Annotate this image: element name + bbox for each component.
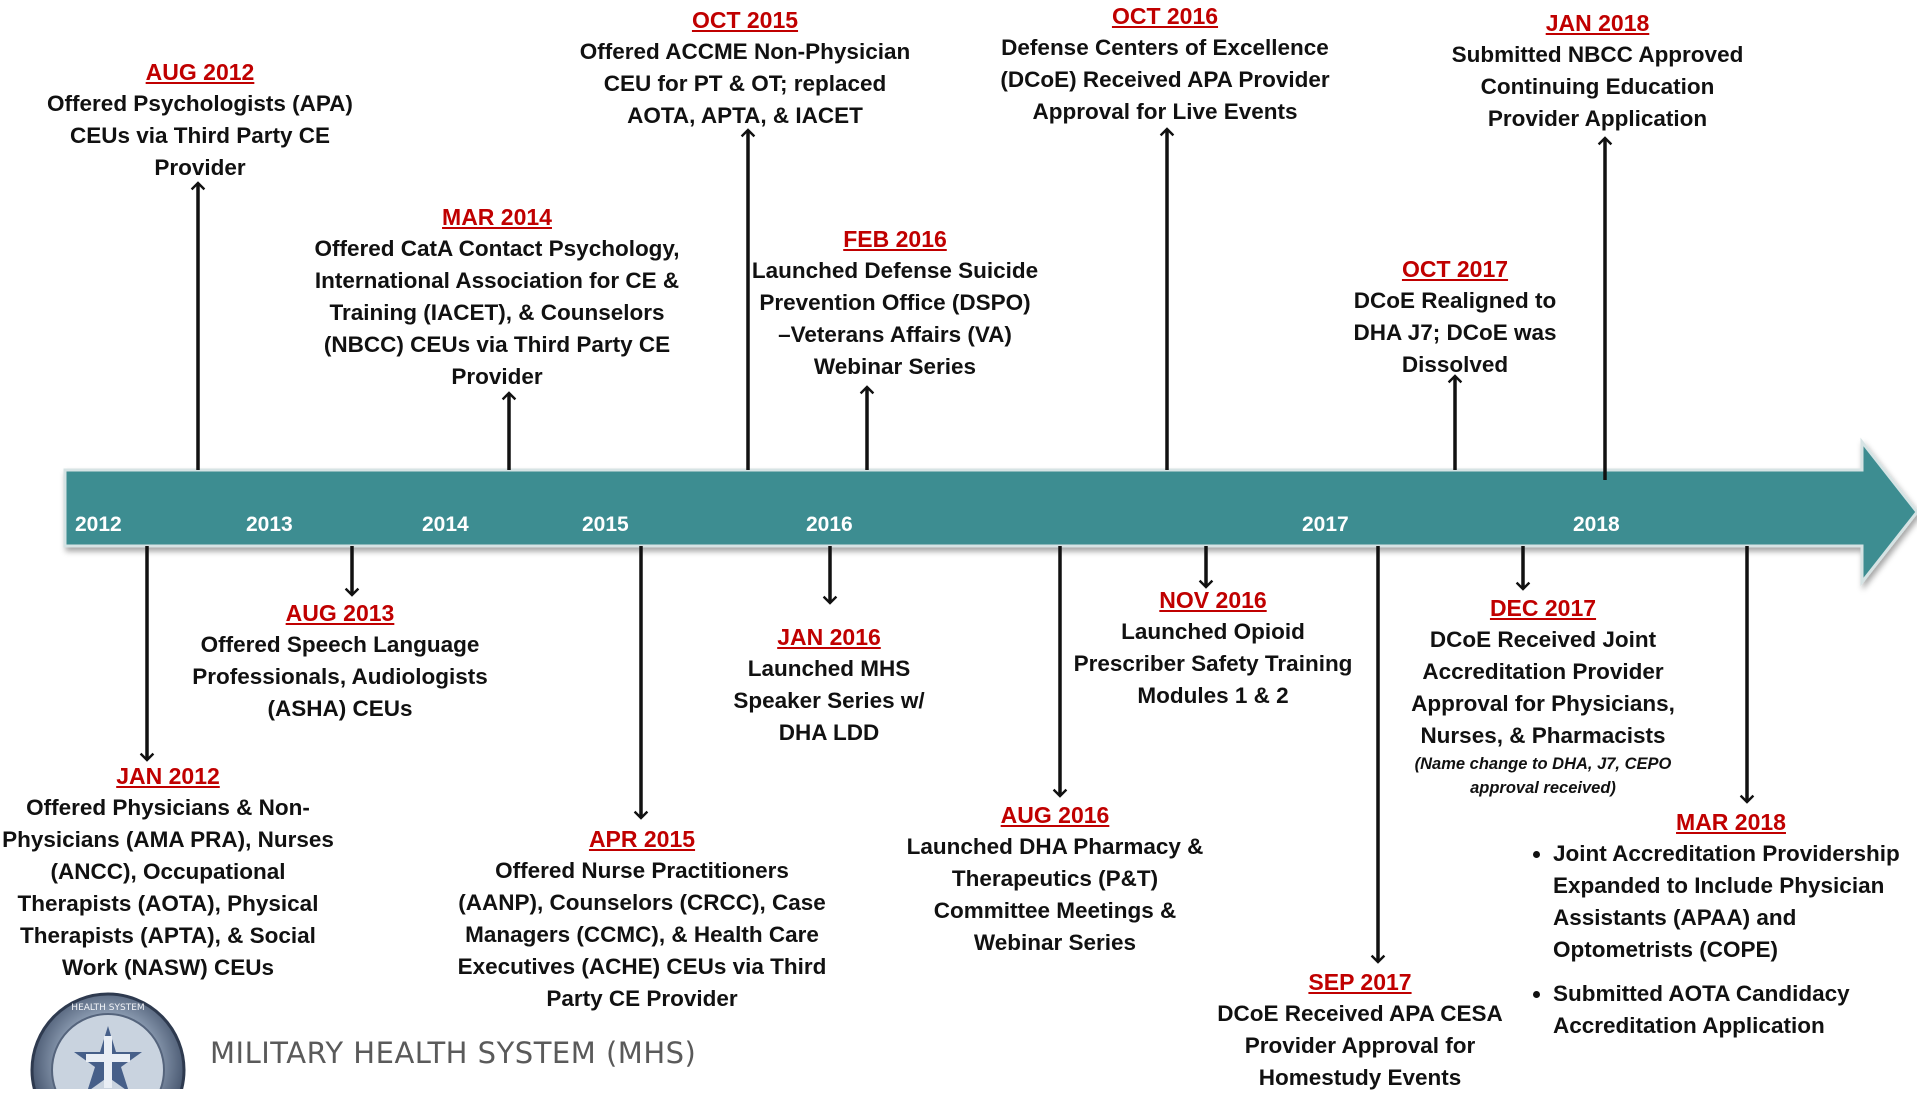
- mhs-seal-logo: HEALTH SYSTEM: [30, 992, 186, 1089]
- mhs-wordmark: MILITARY HEALTH SYSTEM (MHS): [210, 1036, 697, 1070]
- timeline-bar: [63, 437, 1917, 587]
- event-date: DEC 2017: [1489, 595, 1597, 621]
- event-nov-2016: NOV 2016 Launched Opioid Prescriber Safe…: [1070, 584, 1356, 712]
- event-description: Offered ACCME Non-Physician CEU for PT &…: [579, 39, 911, 128]
- year-label-2015: 2015: [582, 513, 629, 536]
- event-date: JAN 2016: [777, 624, 881, 650]
- event-date: APR 2015: [588, 826, 696, 852]
- event-sep-2017: SEP 2017 DCoE Received APA CESA Provider…: [1210, 966, 1510, 1094]
- event-date: AUG 2016: [1000, 802, 1110, 828]
- event-description: Offered Speech Language Professionals, A…: [192, 632, 488, 721]
- year-label-2017: 2017: [1302, 513, 1349, 536]
- event-note: (Name change to DHA, J7, CEPO approval r…: [1414, 755, 1672, 797]
- year-label-2013: 2013: [246, 513, 293, 536]
- event-date: MAR 2014: [442, 204, 552, 230]
- event-date: JAN 2018: [1545, 10, 1650, 36]
- event-feb-2016: FEB 2016 Launched Defense Suicide Preven…: [750, 223, 1040, 383]
- event-aug-2013: AUG 2013 Offered Speech Language Profess…: [190, 597, 490, 725]
- event-description: DCoE Received APA CESA Provider Approval…: [1217, 1001, 1503, 1090]
- event-oct-2016: OCT 2016 Defense Centers of Excellence (…: [985, 0, 1345, 128]
- event-oct-2015: OCT 2015 Offered ACCME Non-Physician CEU…: [568, 4, 922, 132]
- event-description: Launched MHS Speaker Series w/ DHA LDD: [733, 656, 925, 745]
- event-date: JAN 2012: [116, 763, 220, 789]
- year-label-2018: 2018: [1573, 513, 1620, 536]
- event-jan-2016: JAN 2016 Launched MHS Speaker Series w/ …: [716, 621, 942, 749]
- event-description: Launched Defense Suicide Prevention Offi…: [751, 258, 1039, 379]
- year-label-2012: 2012: [75, 513, 122, 536]
- event-date: SEP 2017: [1308, 969, 1412, 995]
- event-date: AUG 2013: [285, 600, 395, 626]
- event-aug-2012: AUG 2012 Offered Psychologists (APA) CEU…: [40, 56, 360, 184]
- event-description: Offered Nurse Practitioners (AANP), Coun…: [457, 858, 827, 1011]
- event-description: DCoE Realigned to DHA J7; DCoE was Disso…: [1353, 288, 1557, 377]
- event-date: NOV 2016: [1159, 587, 1267, 613]
- event-aug-2016: AUG 2016 Launched DHA Pharmacy & Therape…: [905, 799, 1205, 959]
- event-description: Offered CatA Contact Psychology, Interna…: [314, 236, 680, 389]
- event-description: Offered Psychologists (APA) CEUs via Thi…: [47, 91, 353, 180]
- event-date: OCT 2015: [691, 7, 799, 33]
- event-date: FEB 2016: [843, 226, 947, 252]
- event-date: OCT 2017: [1401, 256, 1509, 282]
- event-oct-2017: OCT 2017 DCoE Realigned to DHA J7; DCoE …: [1340, 253, 1570, 381]
- event-description: Offered Physicians & Non-Physicians (AMA…: [2, 795, 334, 980]
- event-date: AUG 2012: [145, 59, 255, 85]
- event-description: Launched Opioid Prescriber Safety Traini…: [1073, 619, 1353, 708]
- event-description: Launched DHA Pharmacy & Therapeutics (P&…: [906, 834, 1204, 955]
- seal-text: HEALTH SYSTEM: [71, 1003, 144, 1013]
- event-mar-2018: MAR 2018 Joint Accreditation Providershi…: [1505, 806, 1917, 1054]
- event-jan-2018: JAN 2018 Submitted NBCC Approved Continu…: [1440, 7, 1755, 135]
- year-label-2016: 2016: [806, 513, 853, 536]
- event-jan-2012: JAN 2012 Offered Physicians & Non-Physic…: [0, 760, 336, 984]
- event-bullet-list: Joint Accreditation Providership Expande…: [1505, 838, 1917, 1042]
- event-dec-2017: DEC 2017 DCoE Received Joint Accreditati…: [1393, 592, 1693, 800]
- event-date: MAR 2018: [1676, 809, 1786, 835]
- event-bullet-item: Submitted AOTA Candidacy Accreditation A…: [1553, 978, 1917, 1042]
- event-mar-2014: MAR 2014 Offered CatA Contact Psychology…: [300, 201, 694, 393]
- event-description: DCoE Received Joint Accreditation Provid…: [1411, 627, 1675, 748]
- event-date: OCT 2016: [1111, 3, 1219, 29]
- event-connectors: [139, 127, 1755, 964]
- event-description: Defense Centers of Excellence (DCoE) Rec…: [1000, 35, 1330, 124]
- event-bullet-item: Joint Accreditation Providership Expande…: [1553, 838, 1917, 966]
- event-description: Submitted NBCC Approved Continuing Educa…: [1451, 42, 1744, 131]
- event-apr-2015: APR 2015 Offered Nurse Practitioners (AA…: [452, 823, 832, 1015]
- year-label-2014: 2014: [422, 513, 469, 536]
